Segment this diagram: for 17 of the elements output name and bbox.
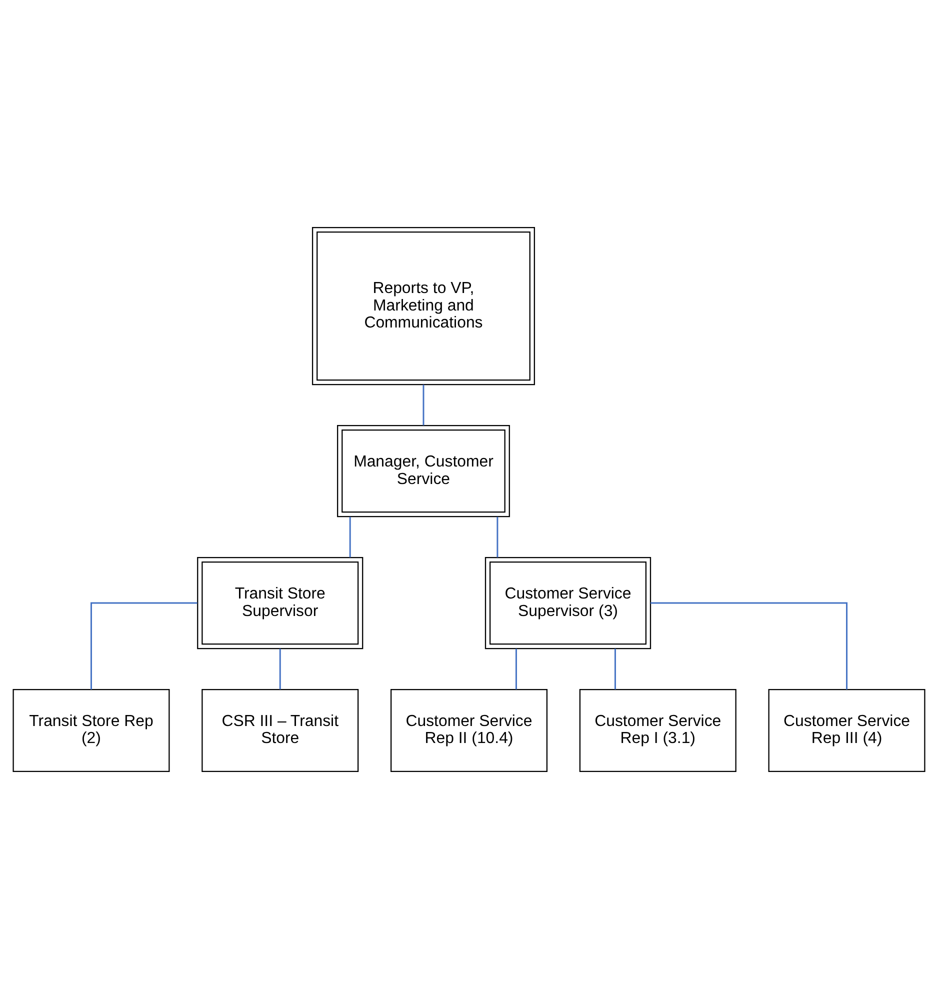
node-box: Customer Service Rep I (3.1): [579, 688, 736, 772]
connector: [349, 516, 351, 558]
connector: [496, 516, 498, 558]
node-box: Customer Service Supervisor (3): [484, 556, 652, 650]
connector: [614, 648, 616, 690]
node-box: Customer Service Rep II (10.4): [390, 688, 548, 772]
connector: [279, 648, 281, 690]
connector: [90, 602, 198, 690]
node-box: Transit Store Supervisor: [197, 556, 364, 650]
node-box: CSR III – Transit Store: [202, 688, 359, 772]
connector: [650, 602, 848, 690]
node-box: Manager, Customer Service: [337, 424, 510, 518]
node-box: Transit Store Rep (2): [12, 688, 170, 772]
node-box: Reports to VP, Marketing and Communications: [312, 226, 535, 386]
connector: [515, 648, 517, 690]
node-box: Customer Service Rep III (4): [768, 688, 926, 772]
connector: [422, 384, 424, 426]
